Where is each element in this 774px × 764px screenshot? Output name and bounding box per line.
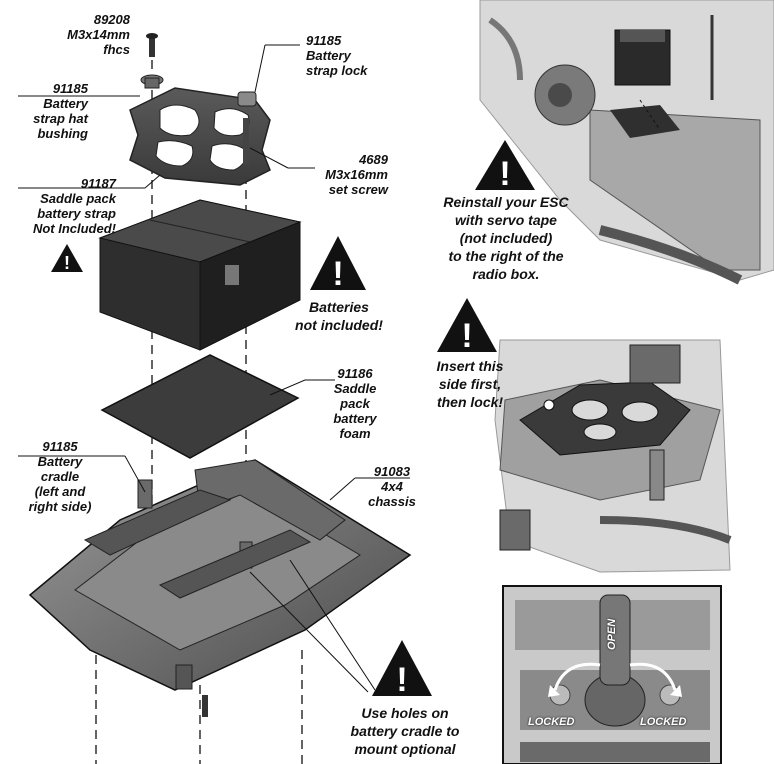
hat-bushing — [140, 74, 164, 89]
strap-install-photo — [494, 339, 732, 573]
battery-strap — [129, 87, 271, 186]
warning-icon: ! — [310, 236, 366, 293]
leader-lines — [18, 44, 410, 693]
svg-text:!: ! — [332, 255, 343, 293]
lever-photo — [502, 585, 722, 764]
battery-pack — [98, 199, 302, 351]
label-set-screw: 4689 M3x16mm set screw — [325, 152, 388, 197]
lever-locked-right-label: LOCKED — [640, 716, 687, 728]
svg-text:!: ! — [64, 253, 70, 273]
label-fhcs: 89208 M3x14mm fhcs — [67, 12, 130, 57]
chassis — [28, 459, 412, 691]
svg-text:!: ! — [499, 155, 510, 193]
note-holes: Use holes on battery cradle to mount opt… — [350, 705, 460, 757]
label-foam: 91186 Saddle pack battery foam — [333, 366, 377, 441]
warning-icon: ! — [437, 298, 497, 355]
label-cradle: 91185 Battery cradle (left and right sid… — [28, 439, 92, 514]
label-hat-bushing: 91185 Battery strap hat bushing — [33, 81, 88, 141]
note-batteries: Batteries not included! — [295, 299, 383, 333]
battery-foam — [100, 354, 300, 459]
warning-icon: ! — [475, 140, 535, 193]
esc-photo — [479, 0, 774, 285]
set-screw — [243, 118, 249, 164]
warning-icon: ! — [372, 640, 432, 699]
svg-text:!: ! — [461, 317, 472, 355]
label-battery-strap: 91187 Saddle pack battery strap Not Incl… — [32, 176, 116, 236]
fhcs-screw — [146, 33, 158, 57]
warning-icon: ! — [51, 244, 83, 273]
svg-text:!: ! — [396, 661, 407, 699]
label-chassis: 91083 4x4 chassis — [368, 464, 416, 509]
lever-open-label: OPEN — [606, 618, 618, 650]
note-insert: Insert this side first, then lock! — [436, 358, 504, 410]
note-esc: Reinstall your ESC with servo tape (not … — [443, 194, 569, 282]
lever-locked-left-label: LOCKED — [528, 716, 575, 728]
bottom-screw — [202, 695, 208, 717]
label-strap-lock: 91185 Battery strap lock — [306, 33, 368, 78]
